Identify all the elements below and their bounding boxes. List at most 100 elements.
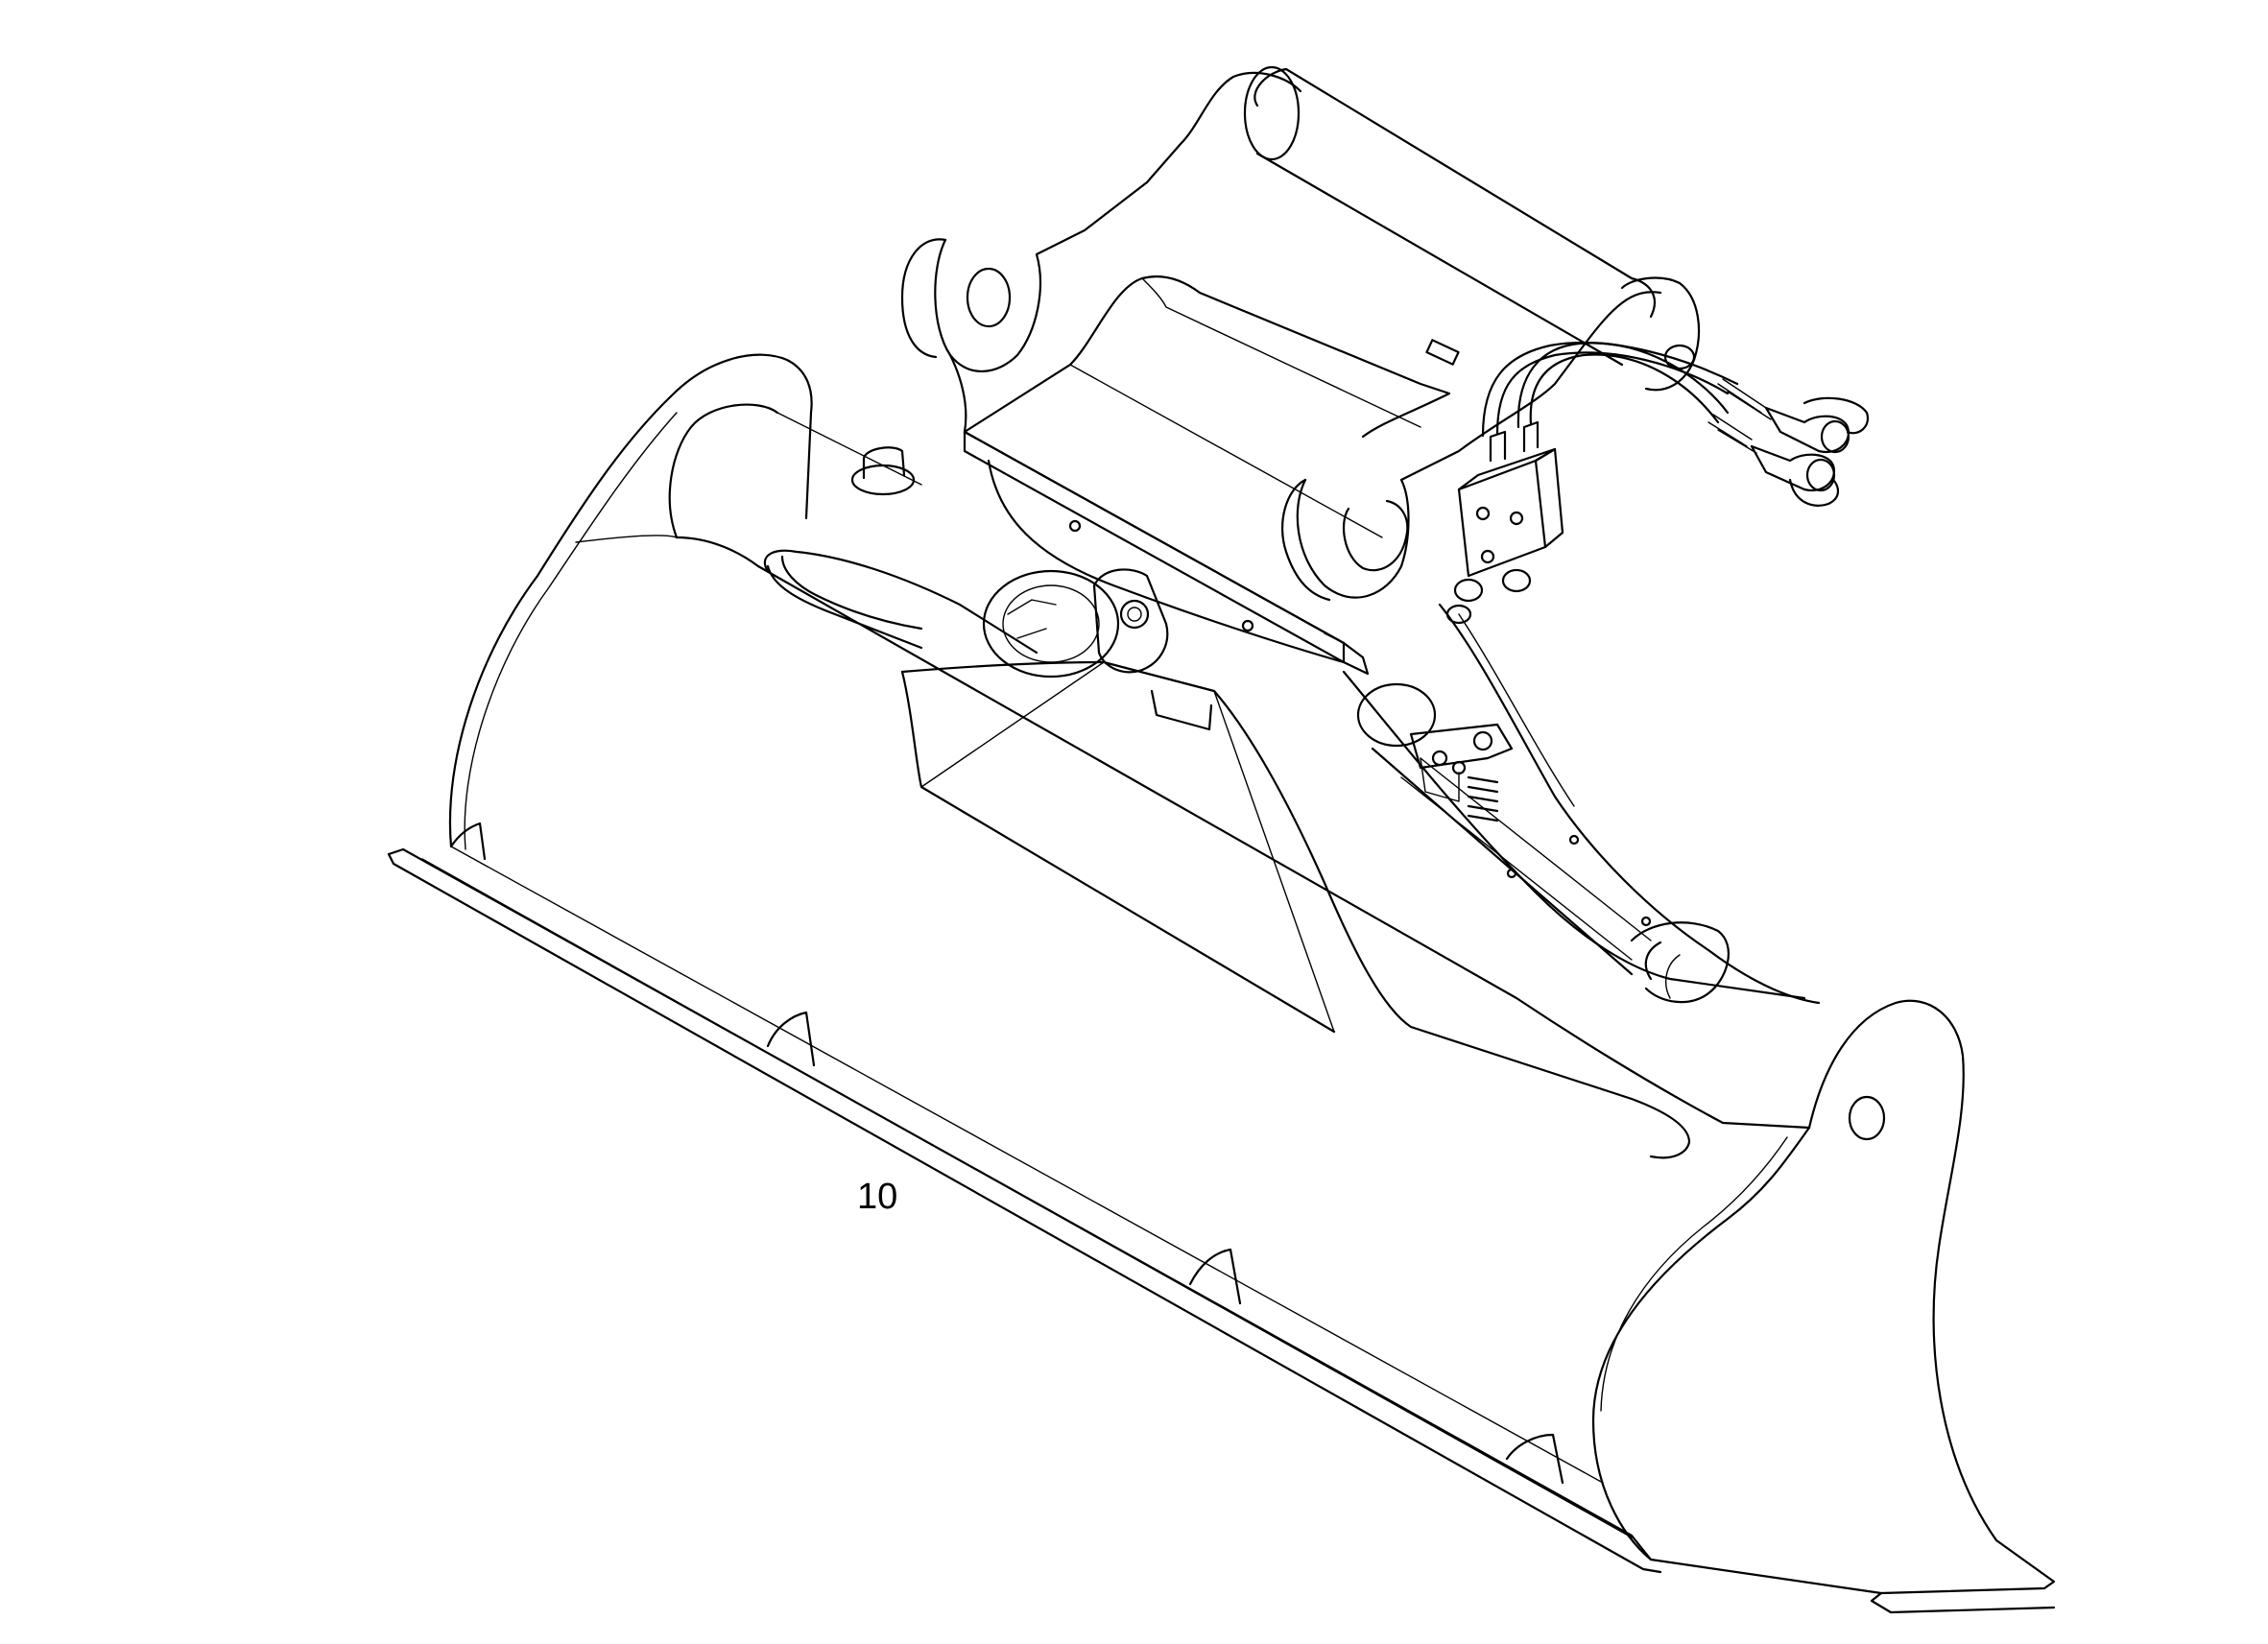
coupler-lower-body — [987, 459, 1346, 664]
quick-coupler-1-strap — [1802, 396, 1870, 435]
bucket-back-lower-edge — [575, 535, 678, 543]
hydraulic-hose-1b — [1481, 342, 1739, 438]
coupler-left-ear — [934, 72, 1302, 372]
tilt-cylinder-bottom — [1371, 747, 1634, 976]
valve-fitting-2 — [1501, 568, 1532, 593]
swivel-block — [1092, 568, 1169, 674]
rear-pin-end-left — [1243, 65, 1301, 161]
left-pivot-ring — [1002, 584, 1100, 663]
coupler-frame — [900, 65, 1701, 676]
tilt-cylinder-cap-2 — [1664, 954, 1681, 999]
coupler-box-ridge-2 — [1141, 277, 1421, 428]
coupler-box-top — [963, 275, 1451, 439]
housing-pyramid-left — [900, 670, 1336, 1034]
valve-hose-stub-1 — [1489, 430, 1507, 463]
coupler-base-side — [1342, 641, 1370, 676]
left-pivot-housing — [982, 569, 1120, 679]
bucket-tooth-2 — [766, 1011, 816, 1067]
hydraulic-hose-2b — [1516, 342, 1730, 429]
quick-coupler-2 — [1750, 444, 1836, 492]
locking-spring — [1467, 775, 1499, 822]
tilt-cylinder-end — [1630, 921, 1730, 1004]
coupler-slot — [1425, 339, 1460, 366]
coupler-base-hole-1 — [1068, 519, 1082, 533]
valve-port-2 — [1509, 511, 1524, 526]
bucket-tooth-1 — [449, 822, 487, 861]
left-pivot-detail — [1007, 599, 1057, 639]
braided-hose-2 — [1707, 414, 1757, 454]
bucket-right-end-plate-inner — [1600, 1136, 1788, 1412]
bucket-cutting-edge-inner — [421, 858, 1633, 1538]
left-ear-lower — [948, 353, 967, 434]
bucket-cutting-edge — [387, 847, 1653, 1561]
quick-coupler-2-cap — [1805, 458, 1836, 492]
bucket-tooth-3 — [1188, 1248, 1242, 1305]
valve-hose-stub-2 — [1522, 420, 1540, 453]
valve-block — [1457, 459, 1547, 578]
housing-lower-left — [780, 555, 923, 631]
housing-left-arm — [763, 549, 1039, 655]
bucket-body — [387, 353, 2056, 1614]
lock-nut-1 — [1431, 750, 1448, 767]
housing-pyramid — [900, 660, 1691, 1159]
valve-fitting-1 — [1453, 578, 1484, 603]
callout-label-bucket: 10 — [857, 1177, 898, 1217]
grease-cap-base — [850, 464, 916, 496]
bucket-left-end-plate-inner — [464, 412, 678, 850]
hydraulic-system — [1445, 342, 1870, 625]
coupler-base-hole-2 — [1241, 619, 1254, 632]
quick-coupler-1 — [1764, 406, 1850, 454]
pivot-assembly — [850, 446, 1514, 822]
bucket-right-end-plate-front — [1591, 1126, 1883, 1595]
rear-pin-tube — [1253, 67, 1657, 319]
left-ear-hole — [966, 267, 1012, 328]
left-skid-plate — [766, 564, 923, 650]
bucket-left-end-plate — [448, 353, 813, 848]
locking-bracket — [1409, 723, 1514, 770]
rear-pin-tube-bottom — [1255, 152, 1624, 367]
cylinder-bolt-3 — [1640, 916, 1652, 927]
coupler-base-plate — [963, 430, 1346, 664]
braided-hose-1 — [1717, 378, 1772, 420]
coupler-right-ear — [1296, 291, 1662, 599]
bucket-cutting-edge-lower — [387, 852, 1662, 1574]
bucket-back-top-edge — [675, 536, 1811, 1130]
hydraulic-hose-2 — [1529, 353, 1720, 426]
valve-port-3 — [1480, 549, 1495, 564]
cylinder-bolt-2 — [1568, 834, 1580, 846]
cylinder-bolt-1 — [1506, 868, 1517, 879]
valve-fitting-3 — [1445, 604, 1472, 625]
valve-port-1 — [1475, 506, 1491, 521]
bucket-tooth-4 — [1505, 1433, 1564, 1485]
grease-cap — [862, 446, 906, 480]
quick-coupler-1-cap — [1820, 419, 1850, 454]
tilt-cylinder-rail-2 — [1400, 776, 1633, 961]
lock-nut-2 — [1451, 760, 1467, 775]
housing-right-arm-inner — [1458, 613, 1575, 807]
housing-right-arm — [1438, 603, 1821, 1005]
left-ear-boss — [900, 238, 947, 359]
tilt-cylinder-rail — [1420, 757, 1652, 941]
bucket-right-end-plate — [1807, 999, 2056, 1614]
bucket-back-tube-line — [776, 412, 922, 486]
rear-right-ear — [1620, 276, 1701, 392]
swivel-bracket — [1150, 689, 1213, 731]
swivel-port-inner — [1127, 607, 1142, 622]
swivel-port — [1119, 599, 1150, 630]
tilt-cylinder-cap — [1644, 941, 1662, 981]
bucket-back-tube — [668, 403, 779, 539]
valve-block-side — [1534, 447, 1564, 549]
locking-bolt — [1472, 730, 1493, 751]
coupler-box-ridge — [1069, 364, 1383, 538]
coupler-box-front — [963, 430, 1346, 645]
right-ear-hole-outline — [1342, 499, 1409, 572]
right-ear-plate — [1281, 478, 1331, 602]
right-end-plate-hole — [1848, 1095, 1886, 1141]
locking-mount — [1420, 757, 1460, 802]
quick-coupler-2-strap — [1788, 478, 1840, 507]
right-pivot-housing — [1356, 682, 1437, 748]
tilt-housing — [763, 549, 1821, 1159]
bucket-floor-line — [450, 846, 1604, 1484]
housing-pyramid-edge — [1213, 690, 1335, 1033]
